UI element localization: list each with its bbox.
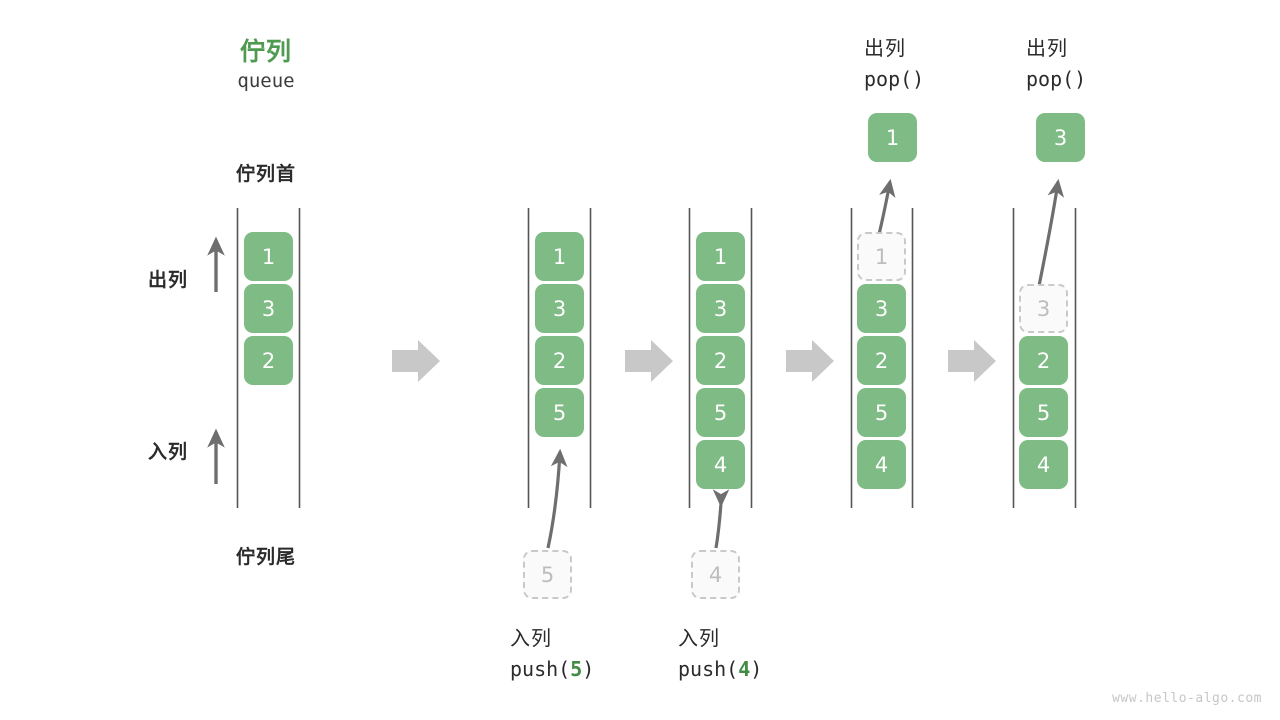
push-4-caption-code: push(4) [678,657,762,681]
pop-1-caption-code: pop() [864,67,924,91]
code-prefix: pop( [1026,67,1075,91]
queue-tail-label: 佇列尾 [235,547,296,568]
code-suffix: ) [582,657,595,681]
popped-out-cell: 3 [1036,113,1085,162]
flow-arrow-2 [625,340,673,382]
incoming-ghost-cell: 4 [691,550,740,599]
push-5-caption-code: push(5) [510,657,594,681]
popped-ghost-cell: 1 [857,232,906,281]
code-suffix: ) [750,657,763,681]
pop-1-caption-zh: 出列 [864,38,906,60]
queue-cell: 3 [857,284,906,333]
code-prefix: pop( [864,67,913,91]
push-4-arrow [712,489,730,549]
flow-arrow-3 [786,340,834,382]
code-suffix: ) [912,67,925,91]
code-suffix: ) [1074,67,1087,91]
queue-cell: 3 [244,284,293,333]
push-5-caption-zh: 入列 [510,628,552,650]
pop-3-caption-zh: 出列 [1026,38,1068,60]
queue-cell: 2 [244,336,293,385]
queue-cell: 1 [244,232,293,281]
push-5-arrow [546,448,568,549]
queue-cell: 4 [857,440,906,489]
page-title: 佇列 [239,38,292,66]
queue-head-label: 佇列首 [235,164,296,185]
incoming-ghost-cell: 5 [523,550,572,599]
watermark: www.hello-algo.com [1112,691,1262,706]
flow-arrow-4 [948,340,996,382]
popped-ghost-cell: 3 [1019,284,1068,333]
queue-cell: 5 [696,388,745,437]
queue-cell: 2 [535,336,584,385]
code-prefix: push( [510,657,571,681]
dequeue-direction-label: 出列 [148,270,189,291]
queue-cell: 5 [857,388,906,437]
queue-cell: 4 [696,440,745,489]
queue-cell: 2 [1019,336,1068,385]
code-arg: 4 [738,657,751,681]
push-4-caption-zh: 入列 [678,628,720,650]
queue-cell: 5 [1019,388,1068,437]
queue-cell: 3 [696,284,745,333]
queue-cell: 4 [1019,440,1068,489]
flow-arrow-1 [392,340,440,382]
queue-cell: 2 [696,336,745,385]
queue-cell: 1 [535,232,584,281]
enqueue-direction-label: 入列 [148,442,189,463]
page-subtitle: queue [237,70,295,92]
queue-cell: 1 [696,232,745,281]
popped-out-cell: 1 [868,113,917,162]
code-arg: 5 [570,657,583,681]
queue-cell: 5 [535,388,584,437]
queue-cell: 2 [857,336,906,385]
code-prefix: push( [678,657,739,681]
pop-3-caption-code: pop() [1026,67,1086,91]
queue-cell: 3 [535,284,584,333]
